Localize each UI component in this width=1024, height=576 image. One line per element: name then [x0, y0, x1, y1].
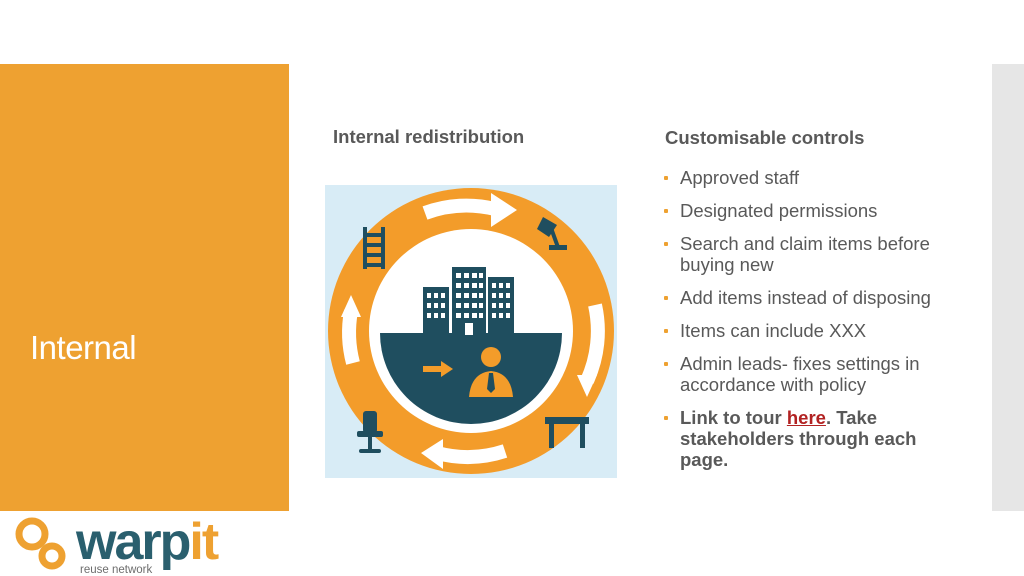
list-item: Designated permissions: [664, 200, 954, 221]
internal-redistribution-heading: Internal redistribution: [333, 126, 525, 147]
logo-tagline: reuse network: [80, 564, 153, 576]
customisable-controls-heading: Customisable controls: [665, 127, 865, 148]
bullet-dot: [664, 176, 668, 180]
section-panel: Internal: [0, 64, 289, 511]
base-half-disc: [380, 333, 562, 424]
controls-list: Approved staff Designated permissions Se…: [664, 167, 954, 482]
redistribution-graphic: [328, 188, 614, 474]
bullet-dot: [664, 329, 668, 333]
section-title: Internal: [30, 329, 137, 366]
businessman-icon: [469, 347, 513, 397]
arrowheads: [341, 193, 597, 469]
logo-wordmark: warpit: [76, 513, 219, 571]
bullet-dot: [664, 242, 668, 246]
tour-link-item: Link to tour here. Take stakeholders thr…: [664, 407, 954, 470]
redistribution-illustration: [325, 185, 617, 478]
table-icon: [545, 417, 589, 448]
warpit-logo: warpit reuse network: [12, 514, 252, 576]
office-chair-icon: [357, 411, 383, 453]
bullet-dot: [664, 209, 668, 213]
list-item: Approved staff: [664, 167, 954, 188]
warpit-logo-mark-icon: [15, 517, 66, 570]
tour-link[interactable]: here: [786, 407, 826, 428]
bullet-dot: [664, 362, 668, 366]
desk-lamp-icon: [537, 217, 567, 250]
bullet-dot: [664, 416, 668, 420]
ladder-icon: [363, 227, 385, 269]
arrow-right-icon: [423, 361, 453, 377]
right-edge-strip: [992, 64, 1024, 511]
list-item: Admin leads- fixes settings in accordanc…: [664, 353, 954, 395]
list-item: Add items instead of disposing: [664, 287, 954, 308]
list-item: Search and claim items before buying new: [664, 233, 954, 275]
list-item: Items can include XXX: [664, 320, 954, 341]
office-buildings-icon: [423, 267, 514, 335]
bullet-dot: [664, 296, 668, 300]
